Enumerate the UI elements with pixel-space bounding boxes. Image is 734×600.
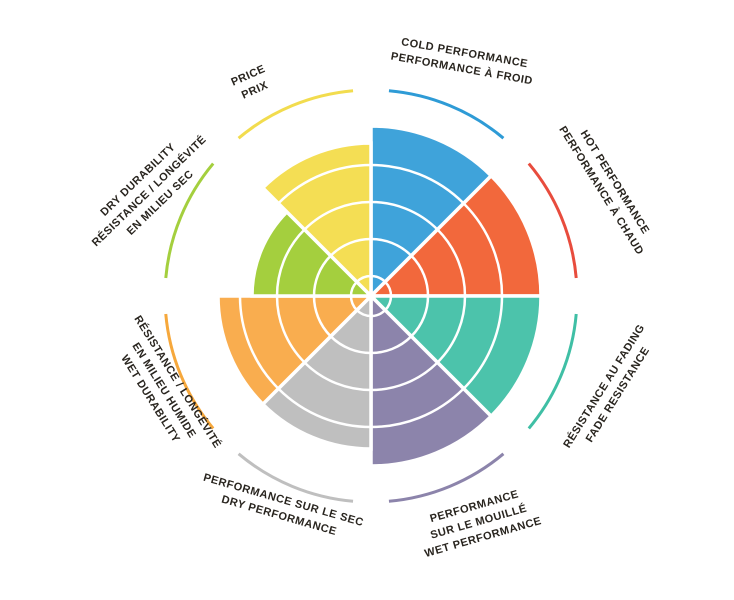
sector-arc-price (237, 89, 354, 140)
sector-arc-dry-performance (237, 452, 354, 503)
sector-arc-dry-durability (164, 162, 215, 279)
sector-arc-cold-performance (388, 89, 505, 140)
sector-arc-hot-performance (527, 162, 578, 279)
grid-ring (312, 237, 430, 355)
sector-arc-fade-resistance (527, 313, 578, 430)
grid-ring (275, 200, 467, 392)
center-hub (366, 291, 376, 301)
grid-ring (349, 274, 393, 318)
sector-arc-wet-durability (164, 313, 215, 430)
sector-arc-wet-performance (388, 452, 505, 503)
grid-ring (238, 163, 504, 429)
sector-wedge-dry-durability (250, 209, 376, 298)
